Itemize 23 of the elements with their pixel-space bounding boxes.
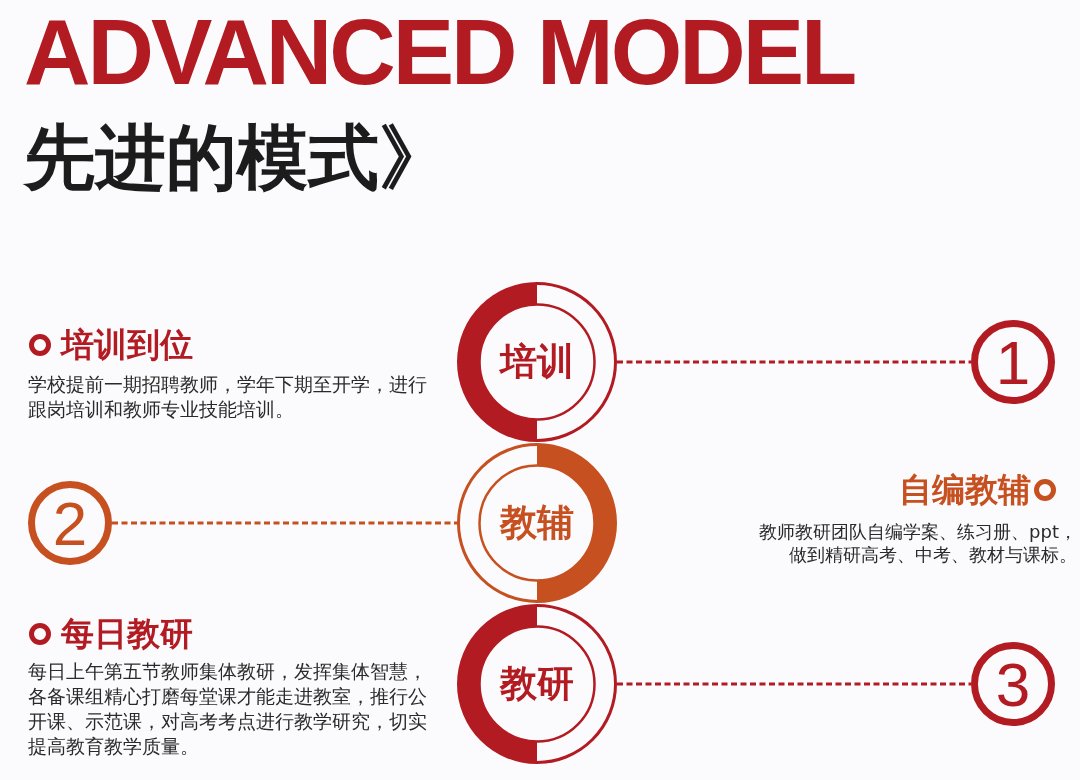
badge-label: 教辅 bbox=[500, 503, 574, 543]
step-number: 1 bbox=[995, 332, 1031, 394]
description-text: 学校提前一期招聘教师，学年下期至开学，进行跟岗培训和教师专业技能培训。 bbox=[28, 373, 428, 422]
number-circle bbox=[971, 642, 1055, 726]
number-circle bbox=[28, 481, 112, 565]
dashed-connector bbox=[112, 521, 457, 525]
title: ADVANCED MODEL bbox=[24, 6, 855, 98]
dashed-connector bbox=[617, 360, 971, 364]
section-heading: 培训到位 bbox=[61, 327, 193, 363]
subtitle: 先进的模式》 bbox=[24, 118, 450, 198]
section-heading: 自编教辅 bbox=[899, 472, 1031, 508]
badge-label: 培训 bbox=[500, 342, 574, 382]
half-ring-badge bbox=[457, 282, 617, 442]
step-number: 3 bbox=[995, 654, 1031, 716]
section-heading: 每日教研 bbox=[61, 616, 193, 652]
badge-label: 教研 bbox=[500, 664, 574, 704]
description-text: 教师教研团队自编学案、练习册、ppt，做到精研高考、中考、教材与课标。 bbox=[758, 520, 1077, 566]
half-ring-badge bbox=[457, 604, 617, 764]
dashed-connector bbox=[617, 682, 971, 686]
description-text: 每日上午第五节教师集体教研，发挥集体智慧，各备课组精心打磨每堂课才能走进教室，推行公开课、示范课，对高考考点进行教学研究，切实提高教育教学质量。 bbox=[28, 660, 428, 759]
step-number: 2 bbox=[52, 493, 88, 555]
half-ring-badge bbox=[457, 443, 617, 603]
number-circle bbox=[971, 320, 1055, 404]
